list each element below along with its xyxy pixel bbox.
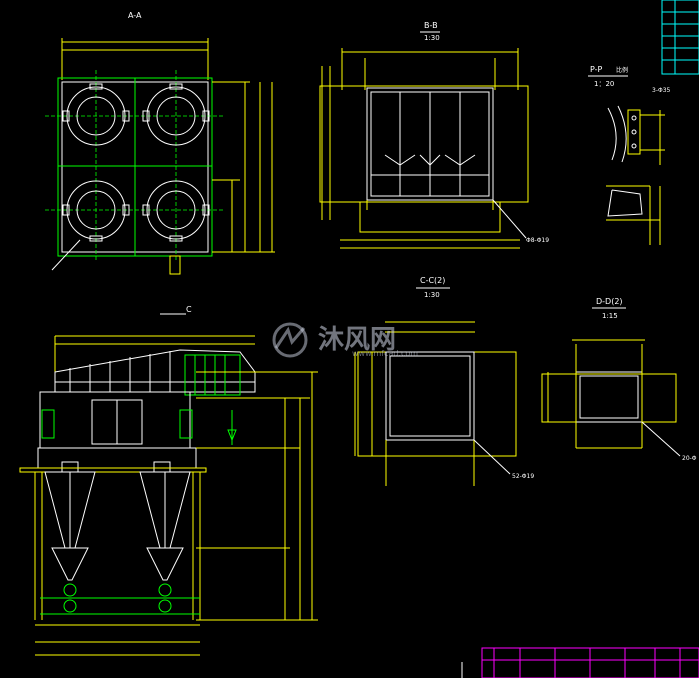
view-main-elevation: C (19, 305, 318, 656)
title-block (461, 647, 699, 678)
view-aa-title: A-A (128, 11, 142, 20)
cyclone-circle-3 (62, 180, 130, 242)
section-mark-c: C (186, 305, 192, 314)
view-bb-scale: 1:30 (424, 34, 440, 42)
view-pp-scale: 1：20 (594, 80, 614, 88)
cyclone-circle-2 (142, 83, 210, 146)
duct-grid (55, 351, 255, 392)
view-cc: C-C(2) 1:30 52-Φ19 (354, 276, 534, 486)
view-cc-title: C-C(2) (420, 276, 445, 285)
view-cc-scale: 1:30 (424, 291, 440, 299)
view-dd-title: D-D(2) (596, 297, 623, 306)
view-pp-title: P-P (590, 65, 603, 74)
cyclone-circle-4 (142, 180, 210, 242)
view-dd-scale: 1:15 (602, 312, 618, 320)
view-bb: B-B 1:30 Φ8-Φ19 (319, 21, 549, 249)
watermark-logo-icon (272, 322, 308, 358)
view-dd: D-D(2) 1:15 20-Φ (541, 297, 697, 462)
watermark-brand: 沐风网 (318, 325, 396, 355)
view-dd-callout: 20-Φ (682, 455, 697, 462)
view-cc-callout: 52-Φ19 (512, 473, 534, 480)
view-pp: P-P 比例 1：20 3-Φ35 (588, 65, 671, 245)
view-bb-title: B-B (424, 21, 438, 30)
watermark-url: www.mfcad.com (352, 349, 418, 358)
view-pp-scale-note: 比例 (616, 66, 628, 74)
view-pp-callout: 3-Φ35 (652, 87, 671, 94)
view-bb-callout: Φ8-Φ19 (526, 237, 549, 244)
revision-table (661, 0, 699, 75)
watermark: 沐风网 www.mfcad.com (272, 322, 418, 358)
cyclone-circle-1 (62, 83, 130, 146)
view-aa: A-A (45, 11, 275, 275)
